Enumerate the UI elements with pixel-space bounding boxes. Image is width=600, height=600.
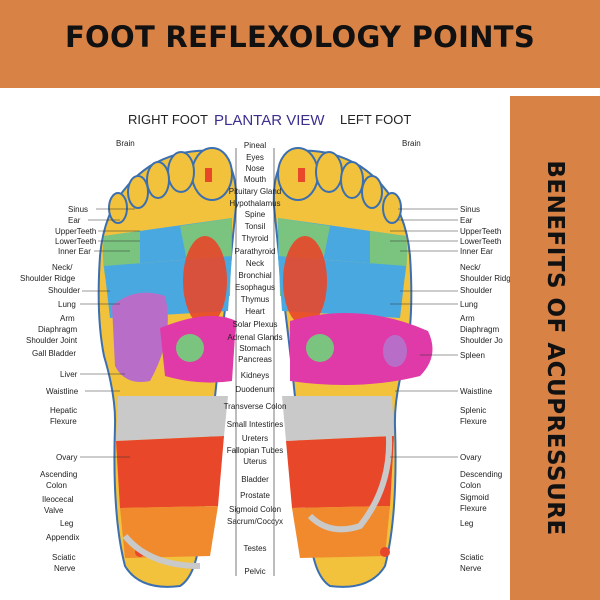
label-item: Eyes: [246, 153, 264, 162]
label-item: Nerve: [54, 564, 76, 573]
label-item: Descending: [460, 470, 502, 479]
label-item: Diaphragm: [38, 325, 77, 334]
side-banner: [510, 96, 600, 600]
label-item: Colon: [46, 481, 67, 490]
label-item: Shoulder: [460, 286, 492, 295]
label-item: Pancreas: [238, 355, 272, 364]
left-foot-header: LEFT FOOT: [340, 112, 411, 127]
label-item: Kidneys: [241, 371, 269, 380]
label-item: Ileocecal: [42, 495, 74, 504]
label-item: Shoulder Joint: [26, 336, 78, 345]
right-foot-header: RIGHT FOOT: [128, 112, 208, 127]
label-item: Flexure: [460, 504, 487, 513]
label-item: Ascending: [40, 470, 77, 479]
label-item: Waistline: [46, 387, 79, 396]
label-item: Esophagus: [235, 283, 275, 292]
label-item: Inner Ear: [460, 247, 493, 256]
label-item: Parathyroid: [235, 247, 276, 256]
label-item: Duodenum: [235, 385, 274, 394]
label-item: Flexure: [460, 417, 487, 426]
label-item: Gall Bladder: [32, 349, 76, 358]
label-item: Thyroid: [242, 234, 269, 243]
label-item: Transverse Colon: [224, 402, 287, 411]
label-item: Inner Ear: [58, 247, 91, 256]
label-item: Mouth: [244, 175, 266, 184]
label-item: Hypothalamus: [229, 199, 280, 208]
left-labels: Sinus Ear UpperTeeth LowerTeeth Inner Ea…: [20, 205, 96, 573]
label-item: Neck/: [460, 263, 481, 272]
right-foot: [97, 147, 238, 588]
left-foot: [272, 147, 433, 588]
label-item: Arm: [60, 314, 75, 323]
label-item: Bronchial: [238, 271, 272, 280]
label-item: Sciatic: [52, 553, 76, 562]
label-item: LowerTeeth: [55, 237, 96, 246]
label-item: Sigmoid: [460, 493, 489, 502]
label-item: Prostate: [240, 491, 270, 500]
label-item: Leg: [460, 519, 473, 528]
label-item: Sacrum/Coccyx: [227, 517, 283, 526]
side-title: BENEFITS OF ACUPRESSURE: [542, 160, 568, 536]
label-item: Flexure: [50, 417, 77, 426]
title-banner: FOOT REFLEXOLOGY POINTS: [0, 0, 600, 88]
label-item: Shoulder: [48, 286, 80, 295]
label-item: Nose: [246, 164, 265, 173]
label-item: Ear: [460, 216, 473, 225]
label-item: Thymus: [241, 295, 269, 304]
label-item: Small Intestines: [227, 420, 283, 429]
label-item: Pelvic: [244, 567, 265, 576]
label-item: Valve: [44, 506, 64, 515]
page-title: FOOT REFLEXOLOGY POINTS: [64, 20, 536, 54]
label-item: Ovary: [56, 453, 77, 462]
label-brain-right: Brain: [116, 139, 135, 148]
plantar-view-header: PLANTAR VIEW: [214, 112, 325, 129]
leader-lines: [80, 208, 458, 458]
label-item: Diaphragm: [460, 325, 499, 334]
label-item: Solar Plexus: [233, 320, 278, 329]
label-item: UpperTeeth: [55, 227, 96, 236]
label-item: Hepatic: [50, 406, 77, 415]
reflexology-diagram: RIGHT FOOT PLANTAR VIEW LEFT FOOT: [20, 112, 510, 588]
label-item: Ovary: [460, 453, 481, 462]
center-labels: Pineal Eyes Nose Mouth Pituitary Gland H…: [224, 141, 287, 576]
label-item: Bladder: [241, 475, 269, 484]
label-item: Arm: [460, 314, 475, 323]
label-item: Pituitary Gland: [229, 187, 281, 196]
label-item: Sigmoid Colon: [229, 505, 281, 514]
label-item: Appendix: [46, 533, 79, 542]
label-item: UpperTeeth: [460, 227, 501, 236]
label-item: Lung: [460, 300, 478, 309]
label-item: Heart: [245, 307, 265, 316]
label-item: Splenic: [460, 406, 486, 415]
label-item: Nerve: [460, 564, 482, 573]
label-item: Ureters: [242, 434, 268, 443]
label-item: Shoulder Ridge: [20, 274, 76, 283]
label-item: Shoulder Jo: [460, 336, 503, 345]
label-item: Sinus: [68, 205, 88, 214]
label-item: Waistline: [460, 387, 493, 396]
label-item: Stomach: [239, 344, 271, 353]
label-item: Spine: [245, 210, 266, 219]
label-item: Testes: [243, 544, 266, 553]
label-item: Sciatic: [460, 553, 484, 562]
label-item: Liver: [60, 370, 78, 379]
label-item: Uterus: [243, 457, 267, 466]
label-item: Fallopian Tubes: [227, 446, 283, 455]
label-item: Neck/: [52, 263, 73, 272]
right-labels: Sinus Ear UpperTeeth LowerTeeth Inner Ea…: [460, 205, 510, 573]
label-item: Shoulder Ridge: [460, 274, 510, 283]
label-item: Lung: [58, 300, 76, 309]
label-item: Spleen: [460, 351, 485, 360]
label-item: Tonsil: [245, 222, 266, 231]
label-item: Ear: [68, 216, 81, 225]
label-item: Colon: [460, 481, 481, 490]
label-item: LowerTeeth: [460, 237, 501, 246]
label-item: Sinus: [460, 205, 480, 214]
label-item: Pineal: [244, 141, 266, 150]
label-item: Adrenal Glands: [227, 333, 282, 342]
label-item: Leg: [60, 519, 73, 528]
label-item: Neck: [246, 259, 265, 268]
label-brain-left: Brain: [402, 139, 421, 148]
